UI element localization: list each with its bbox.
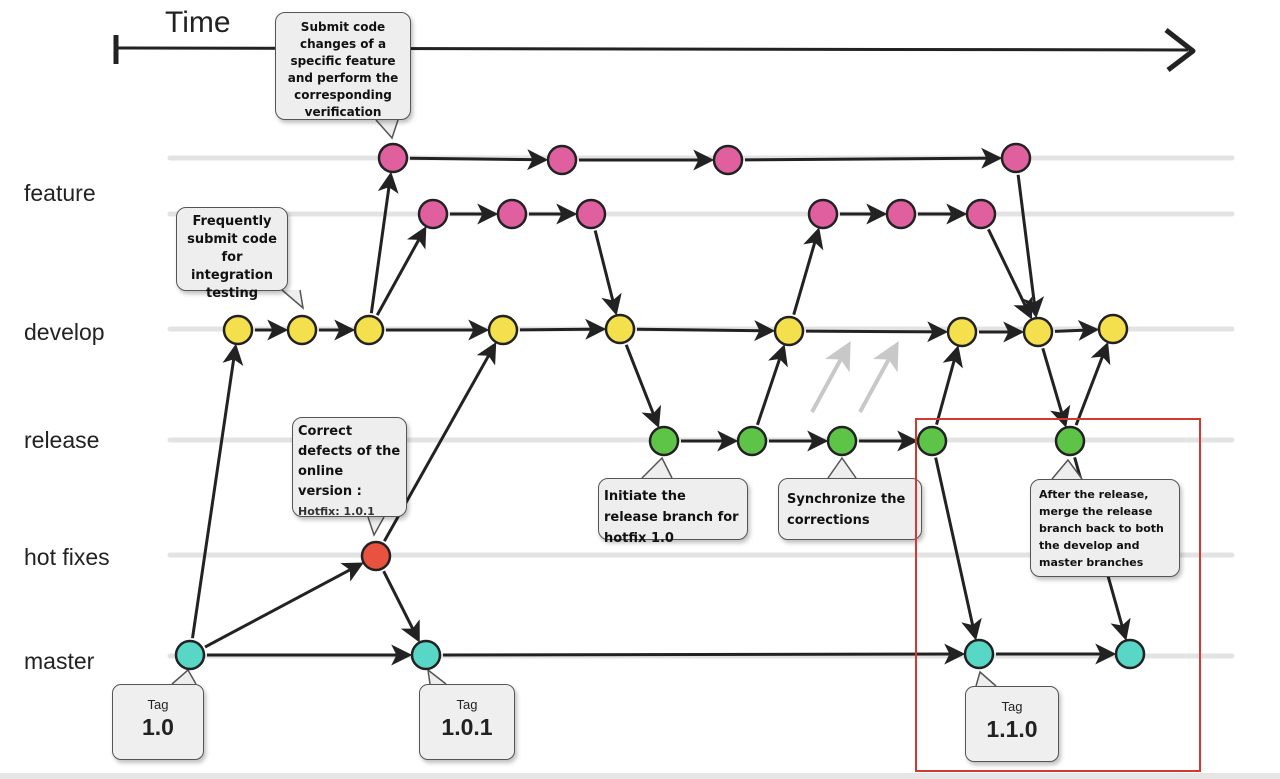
edge-fa3-fa4 [744, 147, 1003, 169]
callout-hotfix-desc: Correct defects of the online version : [298, 424, 401, 499]
tag-tail-1-0 [171, 668, 197, 685]
commit-node-master [174, 639, 206, 671]
callout-frequent-submit: Frequently submit code for integration t… [176, 207, 288, 301]
commit-node-develop [286, 314, 318, 346]
tag-label: Tag [1001, 699, 1023, 714]
commit-node-develop [222, 314, 254, 346]
sync-arrow-1 [810, 341, 851, 413]
edge-r2-d6 [755, 344, 788, 426]
tag-version: 1.0.1 [441, 714, 493, 740]
callout-feature-commit: Submit code changes of a specific featur… [275, 12, 411, 120]
commit-node-develop [1097, 313, 1129, 345]
edge-d8-d9 [1054, 319, 1100, 341]
callout-tail-after-release [1051, 458, 1083, 480]
edge-r5-d9 [1074, 341, 1111, 426]
edge-m1-h1 [204, 562, 364, 649]
commit-node-feature [1000, 142, 1032, 174]
commit-node-master [410, 639, 442, 671]
edge-r4-d7 [935, 345, 963, 426]
commit-node-develop [773, 315, 805, 347]
callout-tail-synchronize [827, 456, 857, 479]
commit-node-feature [496, 198, 528, 230]
edge-fa4-d8 [1016, 174, 1045, 319]
edge-h1-m2 [382, 570, 420, 643]
tag-label: Tag [456, 697, 478, 712]
commit-node-release [826, 425, 858, 457]
release-merge-highlight [915, 418, 1201, 772]
bottom-strip [0, 773, 1280, 779]
edge-d5-r1 [624, 344, 662, 429]
edge-d3-fa1 [369, 171, 399, 314]
lane-label-release: release [24, 427, 100, 453]
commit-node-feature [377, 142, 409, 174]
edge-fb3-d5 [593, 230, 622, 316]
edge-fb6-d8 [987, 228, 1033, 320]
tag-label: Tag [147, 697, 169, 712]
commit-node-hotfix [360, 540, 392, 572]
tag-tail-1-0-1 [426, 668, 447, 685]
commit-node-feature [575, 198, 607, 230]
commit-node-develop [487, 314, 519, 346]
commit-node-develop [604, 313, 636, 345]
callout-tail-release-start [641, 456, 673, 479]
commit-node-release [1054, 425, 1086, 457]
commit-node-feature [712, 144, 744, 176]
edge-d5-d6 [636, 320, 776, 342]
callout-after-release: After the release, merge the release bra… [1030, 479, 1180, 577]
commit-node-develop [353, 314, 385, 346]
edge-m1-d1 [190, 343, 244, 639]
callout-release-start: Initiate the release branch for hotfix 1… [598, 478, 748, 546]
commit-node-feature [807, 198, 839, 230]
commit-node-release [648, 425, 680, 457]
sync-arrow-2 [858, 341, 899, 413]
callout-hotfix-version: Hotfix: 1.0.1 [298, 505, 375, 518]
callout-tail-feature-commit [375, 119, 399, 140]
commit-node-release [736, 425, 768, 457]
time-axis-label: Time [165, 6, 231, 39]
commit-node-develop [1022, 316, 1054, 348]
edge-d6-d7 [805, 321, 949, 343]
callout-synchronize: Synchronize the corrections [778, 478, 922, 540]
edge-d6-fb4 [792, 227, 824, 316]
commit-node-release [916, 425, 948, 457]
commit-node-feature [546, 144, 578, 176]
commit-node-master [963, 638, 995, 670]
commit-node-feature [417, 198, 449, 230]
edge-d4-d5 [519, 318, 607, 340]
edge-d3-fb1 [375, 226, 427, 316]
edge-r4-m3 [934, 457, 982, 641]
edge-m2-m3 [442, 643, 966, 665]
callout-tail-hotfix [367, 516, 385, 537]
tag-1-0: Tag 1.0 [112, 684, 204, 760]
edge-fa1-fa2 [409, 149, 549, 171]
callout-tail-frequent-submit [281, 289, 305, 310]
lane-label-hotfixes: hot fixes [24, 544, 110, 570]
tag-tail-1-1-0 [975, 670, 997, 687]
tag-1-1-0: Tag 1.1.0 [965, 686, 1059, 762]
edge-d8-r5 [1041, 347, 1071, 428]
commit-node-feature [885, 198, 917, 230]
tag-version: 1.0 [142, 714, 174, 740]
tag-version: 1.1.0 [986, 716, 1038, 742]
lane-label-develop: develop [24, 319, 105, 345]
tag-1-0-1: Tag 1.0.1 [419, 684, 515, 760]
commit-node-feature [965, 198, 997, 230]
commit-node-develop [946, 316, 978, 348]
lane-label-master: master [24, 648, 95, 674]
callout-hotfix: Correct defects of the online version : … [292, 417, 407, 518]
commit-node-master [1114, 638, 1146, 670]
lane-label-feature: feature [24, 180, 96, 206]
